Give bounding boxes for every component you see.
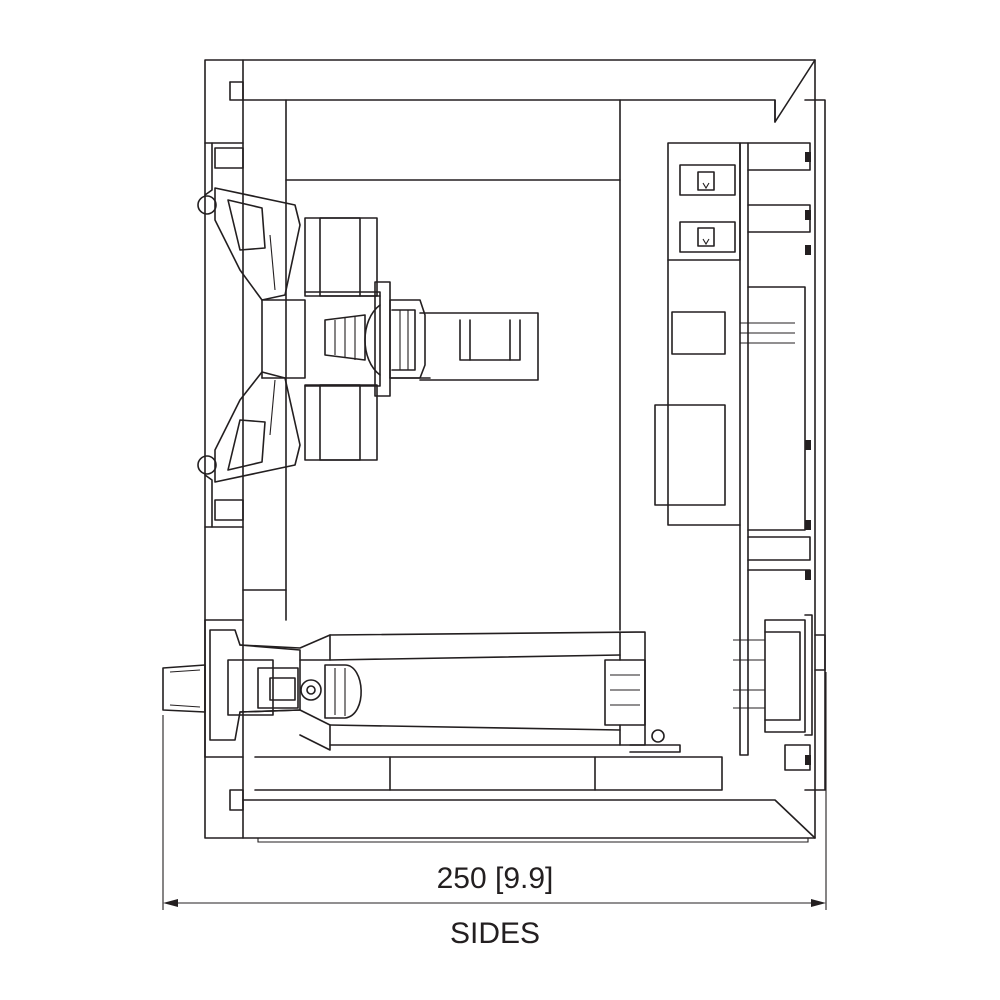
pcb-electronics (654, 99, 826, 791)
speaker-driver (197, 142, 539, 528)
view-label: SIDES (449, 917, 541, 950)
dimension-label: 250 [9.9] (436, 862, 554, 895)
enclosure-shell (204, 59, 816, 843)
width-dimension (162, 672, 827, 910)
input-connector-assembly (162, 619, 723, 791)
